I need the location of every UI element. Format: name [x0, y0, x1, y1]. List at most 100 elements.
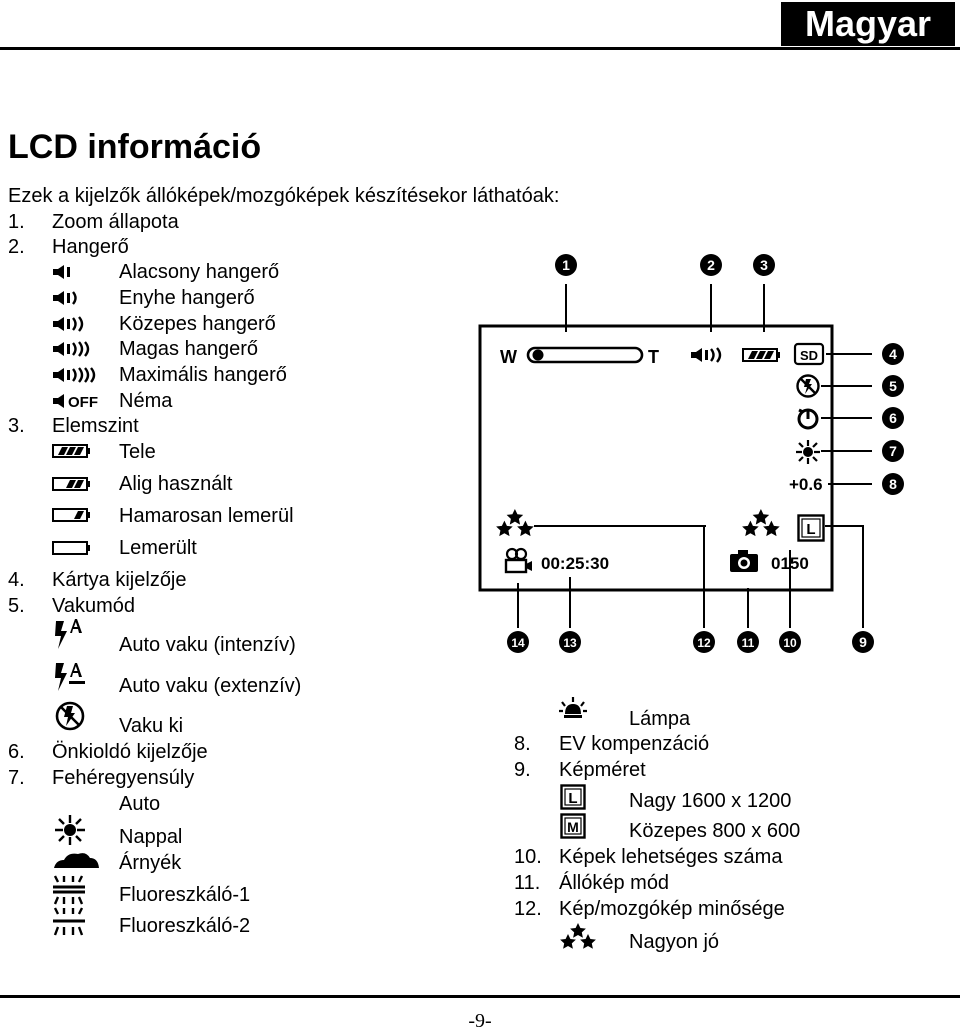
header-rule [0, 47, 960, 50]
volume-medium-label: Közepes hangerő [119, 313, 276, 335]
volume-max-label: Maximális hangerő [119, 364, 287, 386]
lcd-zoom-bar [526, 346, 644, 364]
lcd-quality-stars-left [496, 509, 534, 537]
footer-rule [0, 995, 960, 998]
shade-cloud-icon [52, 850, 100, 870]
callout-13: 13 [563, 636, 577, 650]
lcd-volume-icon [691, 347, 722, 363]
lcd-card-frame [793, 342, 825, 366]
battery-full-label: Tele [119, 441, 156, 463]
volume-mute-label: Néma [119, 390, 173, 412]
wb-fluorescent-2-label: Fluoreszkáló-2 [119, 915, 251, 937]
item-3-num: 3. [8, 415, 25, 437]
item-8-label: EV kompenzáció [559, 733, 710, 755]
flash-auto-intense-icon [52, 617, 88, 653]
item-3-label: Elemszint [52, 415, 139, 437]
item-11-label: Állókép mód [559, 872, 670, 894]
item-12-num: 12. [514, 898, 542, 920]
language-badge: Magyar [781, 2, 955, 46]
battery-low-label: Hamarosan lemerül [119, 505, 294, 527]
lcd-self-timer-icon [797, 408, 819, 430]
item-4-label: Kártya kijelzője [52, 569, 187, 591]
callout-7: 7 [889, 443, 897, 459]
wb-daylight-label: Nappal [119, 826, 183, 848]
item-9-label: Képméret [559, 759, 646, 781]
flash-off-icon [54, 700, 86, 732]
item-7-label: Fehéregyensúly [52, 767, 195, 789]
item-7-num: 7. [8, 767, 25, 789]
volume-max-icon [52, 367, 112, 383]
volume-mute-icon: OFF [52, 393, 112, 409]
lcd-zoom-w: W [500, 347, 517, 367]
item-11-num: 11. [514, 872, 541, 894]
callout-12: 12 [697, 636, 711, 650]
battery-low-icon [52, 507, 92, 523]
battery-empty-label: Lemerült [119, 537, 197, 559]
lcd-zoom-knob [532, 349, 544, 361]
lcd-timer-text: 00:25:30 [541, 554, 609, 573]
lamp-label: Lámpa [629, 708, 691, 730]
battery-empty-icon [52, 540, 92, 556]
callout-4: 4 [889, 346, 897, 362]
callout-10: 10 [783, 636, 797, 650]
item-2-num: 2. [8, 236, 25, 258]
size-large-label: Nagy 1600 x 1200 [629, 790, 792, 812]
item-1-num: 1. [8, 211, 25, 233]
item-10-label: Képek lehetséges száma [559, 846, 783, 868]
battery-mostly-icon [52, 476, 92, 492]
lcd-ev-value: +0.6 [789, 475, 823, 494]
lcd-movie-icon [504, 547, 532, 574]
flash-auto-extended-label: Auto vaku (extenzív) [119, 675, 302, 697]
battery-mostly-label: Alig használt [119, 473, 233, 495]
item-5-num: 5. [8, 595, 25, 617]
flash-off-label: Vaku ki [119, 715, 184, 737]
callout-14: 14 [511, 636, 525, 650]
volume-low-icon [52, 264, 112, 280]
lcd-flash-off-icon [796, 374, 820, 398]
wb-shade-label: Árnyék [119, 852, 182, 874]
size-large-icon: L [560, 784, 586, 810]
callout-1: 1 [562, 257, 570, 273]
callout-11: 11 [742, 636, 755, 650]
lcd-diagram: W T SD +0.6 [478, 250, 910, 655]
volume-low-label: Alacsony hangerő [119, 261, 280, 283]
item-6-label: Önkioldó kijelzője [52, 741, 208, 763]
volume-mild-label: Enyhe hangerő [119, 287, 255, 309]
fluorescent-1-icon [52, 873, 86, 907]
item-1-label: Zoom állapota [52, 211, 179, 233]
quality-best-label: Nagyon jó [629, 931, 720, 953]
lcd-battery-icon [742, 348, 780, 362]
volume-high-label: Magas hangerő [119, 338, 258, 360]
callout-2: 2 [707, 257, 715, 273]
callout-5: 5 [889, 378, 897, 394]
size-medium-icon: M [560, 813, 586, 839]
lcd-card-text: SD [800, 348, 818, 363]
callout-3: 3 [760, 257, 768, 273]
item-6-num: 6. [8, 741, 25, 763]
volume-high-icon [52, 341, 112, 357]
lcd-quality-stars-right [742, 509, 780, 537]
intro-text: Ezek a kijelzők állóképek/mozgóképek kés… [8, 185, 560, 207]
daylight-sun-icon [54, 814, 86, 846]
battery-full-icon [52, 443, 92, 459]
flash-auto-intense-label: Auto vaku (intenzív) [119, 634, 296, 656]
lamp-icon [558, 696, 588, 726]
wb-fluorescent-1-label: Fluoreszkáló-1 [119, 884, 251, 906]
callout-8: 8 [889, 476, 897, 492]
lcd-sun-icon [796, 440, 820, 464]
page-title: LCD információ [8, 128, 262, 166]
callout-9: 9 [859, 634, 867, 650]
item-12-label: Kép/mozgókép minősége [559, 898, 785, 920]
callout-6: 6 [889, 410, 897, 426]
item-9-num: 9. [514, 759, 531, 781]
lcd-size-letter: L [806, 521, 815, 538]
quality-stars-icon [560, 922, 596, 950]
lcd-size-icon: L [797, 514, 825, 542]
volume-mute-glyph: OFF [68, 394, 98, 409]
item-4-num: 4. [8, 569, 25, 591]
item-2-label: Hangerő [52, 236, 129, 258]
lcd-screen-frame [478, 324, 834, 592]
volume-medium-icon [52, 316, 112, 332]
lcd-zoom-t: T [648, 347, 659, 367]
size-medium-label: Közepes 800 x 600 [629, 820, 801, 842]
